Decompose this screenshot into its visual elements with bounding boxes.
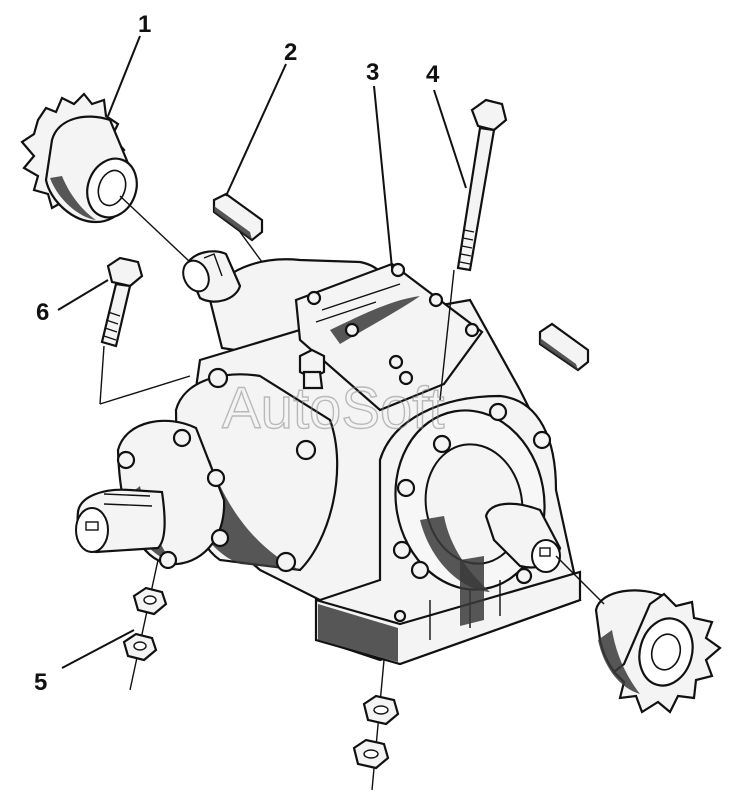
callout-4: 4: [426, 61, 440, 88]
short-bolt: [100, 256, 144, 348]
gearbox-housing: [75, 250, 582, 666]
callout-3: 3: [366, 59, 379, 86]
callout-labels: 1 2 3 4 5 6: [34, 11, 440, 696]
callout-2: 2: [284, 39, 297, 66]
callout-6: 6: [36, 299, 49, 326]
sprocket-upper-left: [20, 92, 138, 224]
nuts-bottom: [352, 659, 400, 791]
leader-lines: [57, 35, 467, 669]
assembly-lines: [99, 195, 605, 605]
long-bolt: [456, 98, 508, 272]
sprocket-lower-right: [594, 589, 722, 714]
housing-fasteners: [116, 262, 552, 623]
nuts-left: [122, 559, 168, 691]
watermark: AutoSoft: [222, 376, 444, 441]
key-right: [538, 322, 590, 372]
key-upper: [212, 192, 264, 242]
callout-5: 5: [34, 669, 47, 696]
callout-1: 1: [138, 11, 151, 38]
